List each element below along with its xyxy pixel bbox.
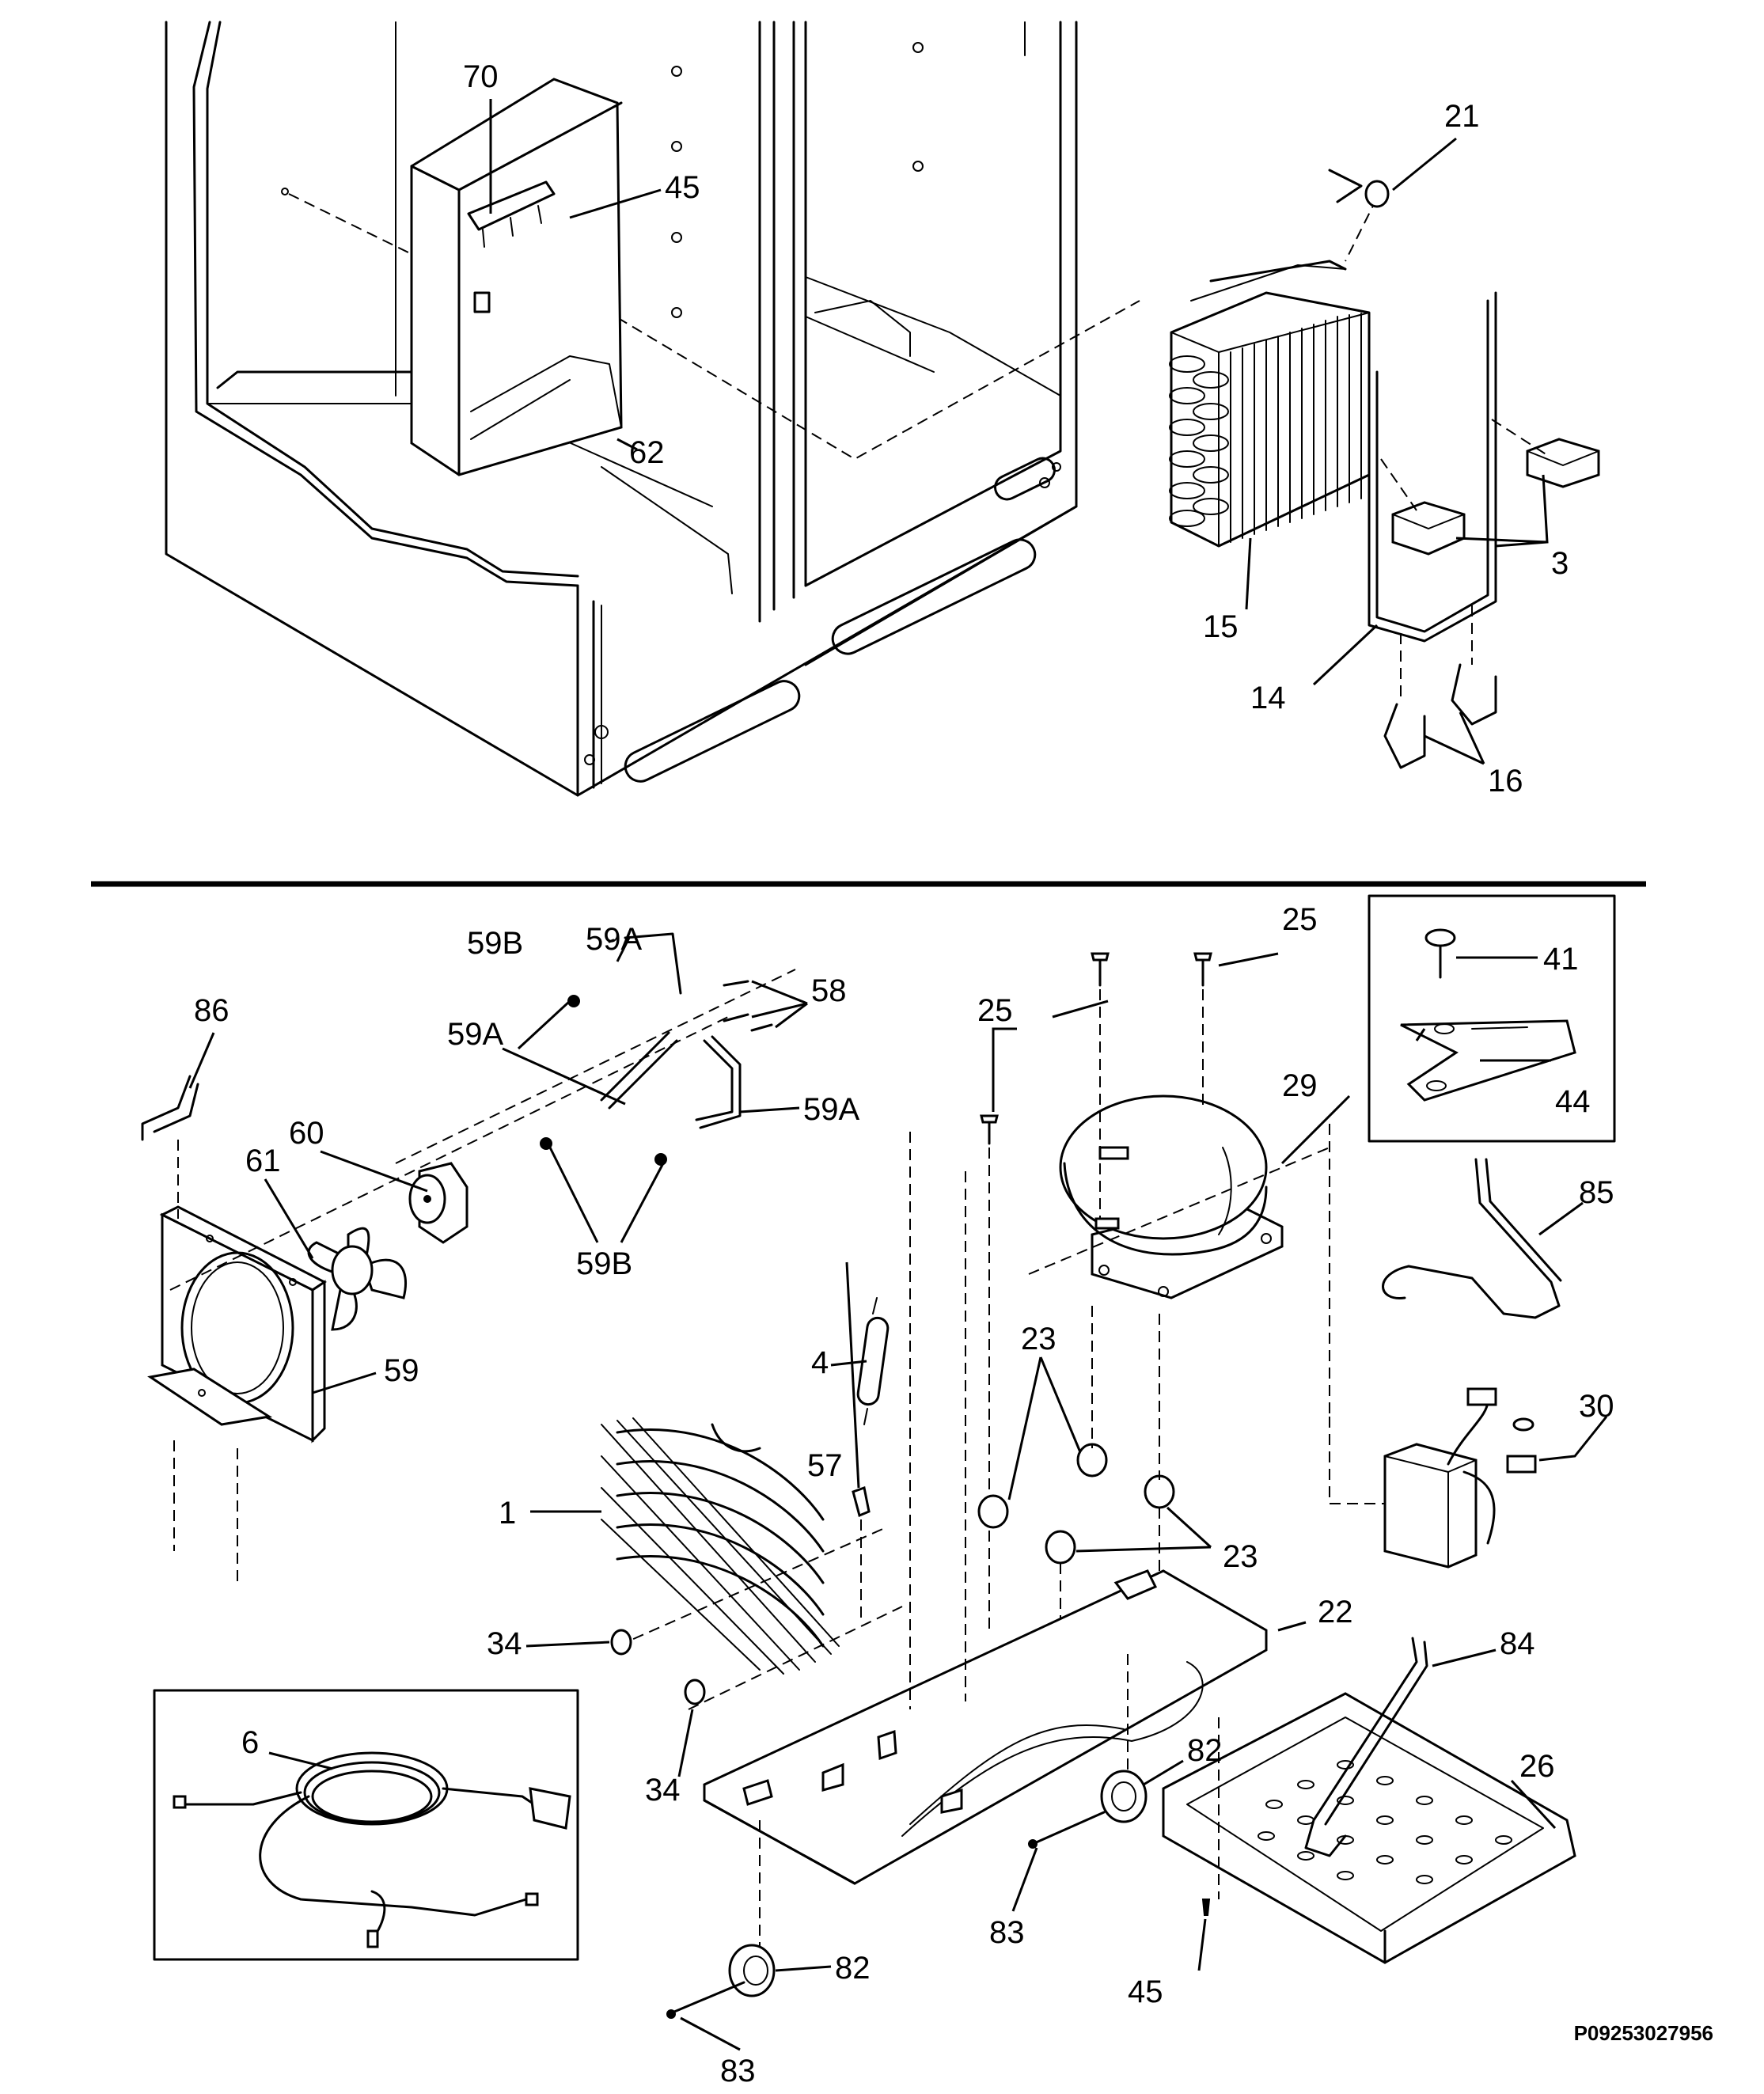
part-code: P09253027956	[1574, 2021, 1713, 2045]
bolts	[980, 952, 1212, 1630]
feet-and-screws	[666, 1770, 1211, 2019]
callout-84: 84	[1500, 1626, 1535, 1661]
alignment-lines	[173, 1124, 1330, 1899]
callout-45-top: 45	[665, 170, 700, 205]
motor-bracket	[141, 1075, 199, 1219]
condenser	[601, 1417, 903, 1710]
callout-15: 15	[1203, 609, 1239, 644]
callout-23-top: 23	[1021, 1322, 1057, 1356]
callout-34-bottom: 34	[645, 1773, 681, 1808]
inset-box-power-cord	[153, 1689, 579, 1961]
callout-59A-right: 59A	[803, 1092, 859, 1127]
callout-45-bottom: 45	[1128, 1975, 1163, 2009]
callout-22: 22	[1318, 1595, 1353, 1629]
drain-loop	[1368, 291, 1600, 769]
callout-16: 16	[1488, 764, 1523, 799]
fan-motor	[408, 1162, 469, 1244]
callout-58: 58	[811, 973, 847, 1008]
callout-41: 41	[1543, 942, 1579, 977]
clip-57	[852, 1486, 871, 1622]
drain-pan	[1162, 1637, 1576, 1964]
fan-shroud	[147, 1205, 327, 1443]
callout-30: 30	[1579, 1389, 1614, 1424]
callout-25-top: 25	[1282, 902, 1318, 937]
callout-60: 60	[289, 1116, 324, 1151]
drain-tube	[1382, 1158, 1562, 1319]
filter-drier	[856, 1297, 890, 1425]
callout-44: 44	[1555, 1084, 1591, 1119]
callout-86: 86	[194, 993, 230, 1028]
callout-labels: 70 45 62 21 15 3 14 16 86 59B 59A 58 59A…	[194, 59, 1614, 2088]
callout-57: 57	[807, 1448, 843, 1483]
callout-82-right: 82	[1187, 1733, 1223, 1768]
callout-70: 70	[463, 59, 499, 94]
callout-23-bottom: 23	[1223, 1539, 1258, 1574]
callout-26: 26	[1519, 1749, 1555, 1784]
callout-82-bottom: 82	[835, 1951, 871, 1986]
wire-connectors	[169, 932, 796, 1291]
callout-4: 4	[811, 1345, 829, 1380]
compressor	[1059, 1094, 1284, 1299]
callout-59A-top: 59A	[586, 922, 642, 957]
callout-59: 59	[384, 1353, 419, 1388]
condenser-coil	[1169, 197, 1378, 548]
callout-59B-bottom: 59B	[576, 1246, 632, 1281]
callout-83-right: 83	[989, 1915, 1025, 1950]
duct-assembly	[410, 78, 623, 476]
callout-83-bottom: 83	[720, 2054, 756, 2088]
grommets	[610, 1629, 706, 1705]
callout-25-mid: 25	[977, 993, 1013, 1028]
fan-blade	[307, 1227, 408, 1331]
callout-61: 61	[245, 1144, 281, 1178]
callout-1: 1	[499, 1496, 516, 1531]
callout-29: 29	[1282, 1068, 1318, 1103]
callout-62: 62	[629, 435, 665, 470]
cabinet-assembly	[165, 21, 1140, 797]
start-relay	[1329, 1387, 1537, 1569]
thermistor	[1328, 169, 1390, 208]
callout-34-left: 34	[487, 1626, 522, 1661]
callout-59A-mid: 59A	[447, 1017, 503, 1052]
callout-85: 85	[1579, 1175, 1614, 1210]
callout-3: 3	[1551, 546, 1569, 581]
base-plate	[703, 1569, 1268, 1947]
leader-lines	[188, 99, 1608, 2051]
callout-59B-top: 59B	[467, 926, 523, 961]
callout-21: 21	[1444, 99, 1480, 134]
callout-6: 6	[241, 1725, 259, 1760]
callout-14: 14	[1250, 681, 1286, 715]
